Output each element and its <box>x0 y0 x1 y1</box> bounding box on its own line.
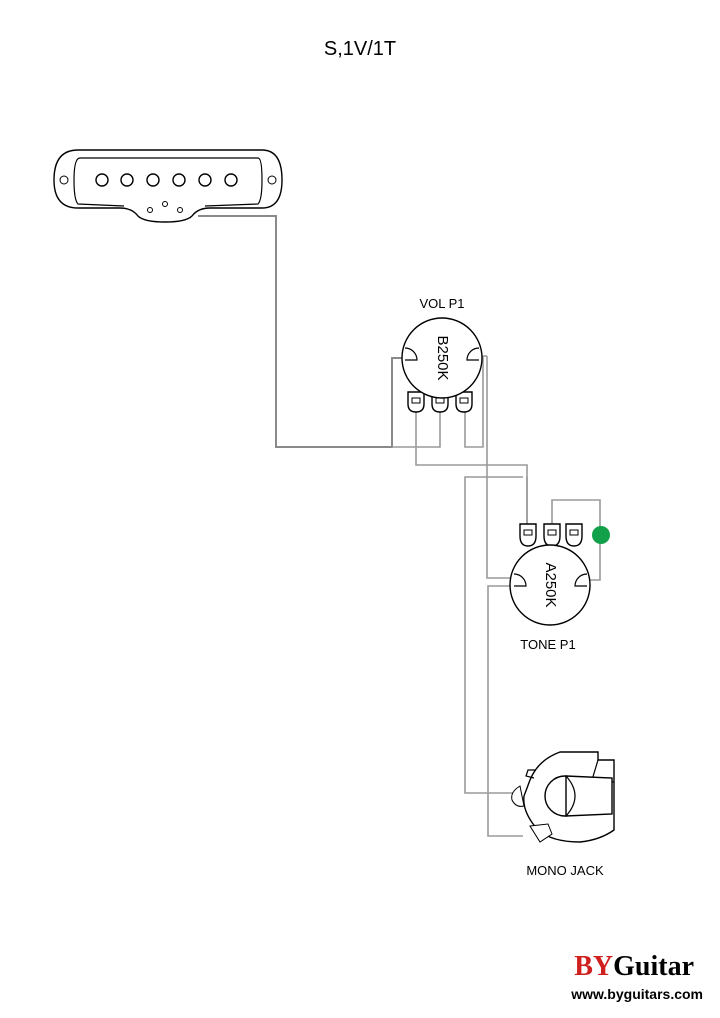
vol-output-wire <box>486 356 515 579</box>
jack-ground-wire <box>487 585 523 837</box>
diagram-title: S,1V/1T <box>324 38 396 60</box>
jack-label: MONO JACK <box>526 863 604 878</box>
vol-lug2-wire <box>392 412 441 448</box>
vol-lug3-wire <box>464 355 487 448</box>
tone-label: TONE P1 <box>520 637 575 652</box>
pole-piece <box>172 173 186 187</box>
volume-pot-body <box>401 317 483 399</box>
pole-piece <box>224 173 238 187</box>
mounting-hole-right <box>267 175 277 185</box>
single-coil-pickup <box>53 149 283 223</box>
logo-by: BY <box>574 951 613 982</box>
website-url: www.byguitars.com <box>570 986 703 1002</box>
volume-pot: VOL P1 B250K <box>401 296 483 413</box>
tone-lugs <box>519 523 583 547</box>
volume-value: B250K <box>434 335 451 380</box>
tone-ground-loop <box>551 499 601 581</box>
logo-guitar: Guitar <box>613 951 694 982</box>
mono-jack: MONO JACK <box>511 751 615 878</box>
eyelet <box>162 201 168 207</box>
jack-hot-wire <box>464 476 523 794</box>
pole-piece <box>198 173 212 187</box>
vol-lug1-wire <box>415 412 528 525</box>
brand-logo: BYGuitar www.byguitars.com <box>570 951 703 1002</box>
eyelet <box>177 207 183 213</box>
pole-piece <box>95 173 109 187</box>
pickup-hot-wire <box>198 215 406 448</box>
eyelet <box>147 207 153 213</box>
pole-piece <box>120 173 134 187</box>
mounting-hole-left <box>59 175 69 185</box>
wires <box>198 215 601 837</box>
ground-solder-dot <box>592 526 610 544</box>
pole-piece <box>146 173 160 187</box>
tone-pot: A250K TONE P1 <box>509 523 610 652</box>
tone-value: A250K <box>542 562 559 607</box>
volume-label: VOL P1 <box>419 296 464 311</box>
tone-pot-body <box>509 544 591 626</box>
svg-text:BYGuitar: BYGuitar <box>574 951 694 982</box>
